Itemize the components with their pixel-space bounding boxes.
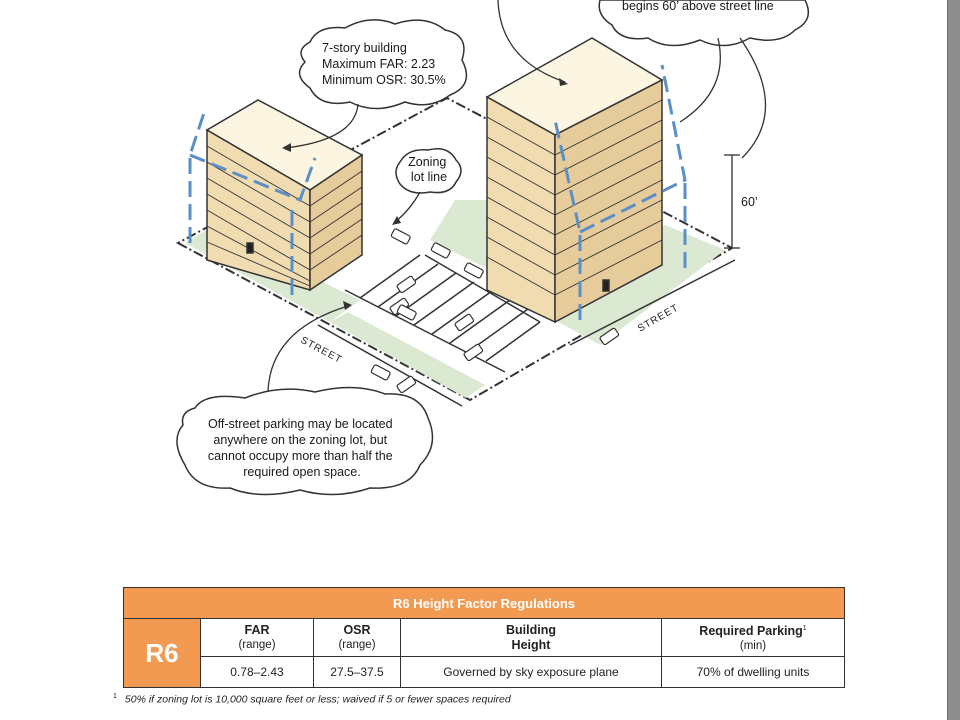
sky-exposure-plane [188,64,687,320]
column-header-osr: OSR(range) [313,618,401,657]
footnote-text: 50% if zoning lot is 10,000 square feet … [124,693,511,706]
zoning-diagram: 60’ STREET STREET begins 60’ above stree… [175,0,810,496]
column-header-parking: Required Parking1(min) [661,618,845,657]
callout-top-pointer-2 [679,37,721,123]
osr-value: 27.5–37.5 [313,656,401,688]
callout-bubble-parking [176,386,434,496]
far-value: 0.78–2.43 [200,656,314,688]
footnote-marker: 1 [113,693,117,700]
street-label-left: STREET [299,335,344,366]
footnote: 1 50% if zoning lot is 10,000 square feet… [113,693,853,706]
callout-left-text: 7-story building Maximum FAR: 2.23 Minim… [322,41,446,87]
street-curb-left [317,324,463,407]
tall-building [485,37,664,324]
callout-parking-pointer [267,305,349,393]
left-building [205,99,364,292]
callout-lot-line-text: Zoning lot line [408,155,450,184]
parking-lot [344,254,541,373]
open-space-right [555,225,725,345]
callout-parking-text: Off-street parking may be located anywhe… [208,417,396,479]
callout-bubble-top [598,0,810,47]
district-label: R6 [123,618,201,688]
column-header-far: FAR(range) [200,618,314,657]
parking-value: 70% of dwelling units [661,656,845,688]
callout-top-pointer-3 [739,37,767,159]
open-space-front [330,312,485,398]
street-curb-right [569,259,736,346]
open-space-mid [430,200,500,275]
regulations-table: R6 Height Factor Regulations R6 FAR(rang… [123,587,845,688]
parked-cars [370,228,620,394]
height-dimension [724,154,740,249]
callout-left-pointer [284,103,359,149]
callout-bubble-lot-line [395,148,462,194]
height-value: Governed by sky exposure plane [400,656,662,688]
callout-top-text: begins 60’ above street line [622,0,774,13]
callout-top-pointer [497,0,566,83]
callout-bubble-left [298,19,468,110]
viewer-edge [947,0,960,720]
dimension-label: 60’ [741,195,758,209]
table-title: R6 Height Factor Regulations [123,587,845,619]
